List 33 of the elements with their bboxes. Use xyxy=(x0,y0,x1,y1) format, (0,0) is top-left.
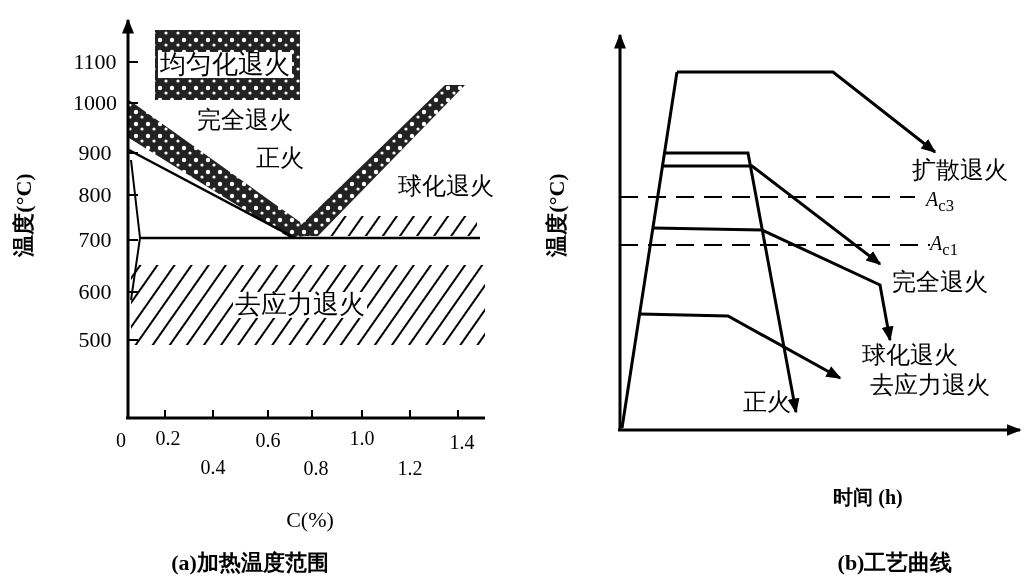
curve-label: 正火 xyxy=(743,390,791,414)
tick-label: 900 xyxy=(78,142,112,164)
curve-label: 扩散退火 xyxy=(912,158,1008,182)
line-label: A$_{c1}$ xyxy=(930,233,958,259)
tick-label: 0 xyxy=(116,430,126,450)
tick-label: 800 xyxy=(78,184,112,206)
curve-label: 完全退火 xyxy=(892,270,988,294)
region-label: 正火 xyxy=(254,146,306,170)
axis-label: 温度(°C) xyxy=(13,173,35,257)
curve-label: 球化退火 xyxy=(862,343,958,367)
tick-label: 0.4 xyxy=(200,457,226,477)
tick-label: 1.0 xyxy=(349,428,375,448)
tick-label: 1000 xyxy=(73,92,117,114)
caption: (a)加热温度范围 xyxy=(171,552,329,574)
caption: (b)工艺曲线 xyxy=(837,552,953,574)
tick-label: 0.8 xyxy=(303,458,329,478)
tick-label: 1.4 xyxy=(449,432,475,452)
tick-label: 700 xyxy=(78,229,112,251)
region-label: 均匀化退火 xyxy=(158,52,292,78)
region-label: 去应力退火 xyxy=(233,292,367,318)
axis-label: 温度(°C) xyxy=(546,173,568,257)
tick-label: 0.6 xyxy=(255,430,281,450)
axis-label: C(%) xyxy=(286,509,334,531)
tick-label: 1100 xyxy=(73,51,117,73)
region-label: 完全退火 xyxy=(195,108,295,132)
tick-label: 500 xyxy=(78,329,112,351)
region-label: 球化退火 xyxy=(396,174,496,198)
line-label: A$_{c3}$ xyxy=(926,189,954,215)
curve-label: 去应力退火 xyxy=(870,373,990,397)
tick-label: 600 xyxy=(78,281,112,303)
axis-label: 时间 (h) xyxy=(833,487,903,507)
tick-label: 0.2 xyxy=(155,428,181,448)
tick-label: 1.2 xyxy=(397,458,423,478)
